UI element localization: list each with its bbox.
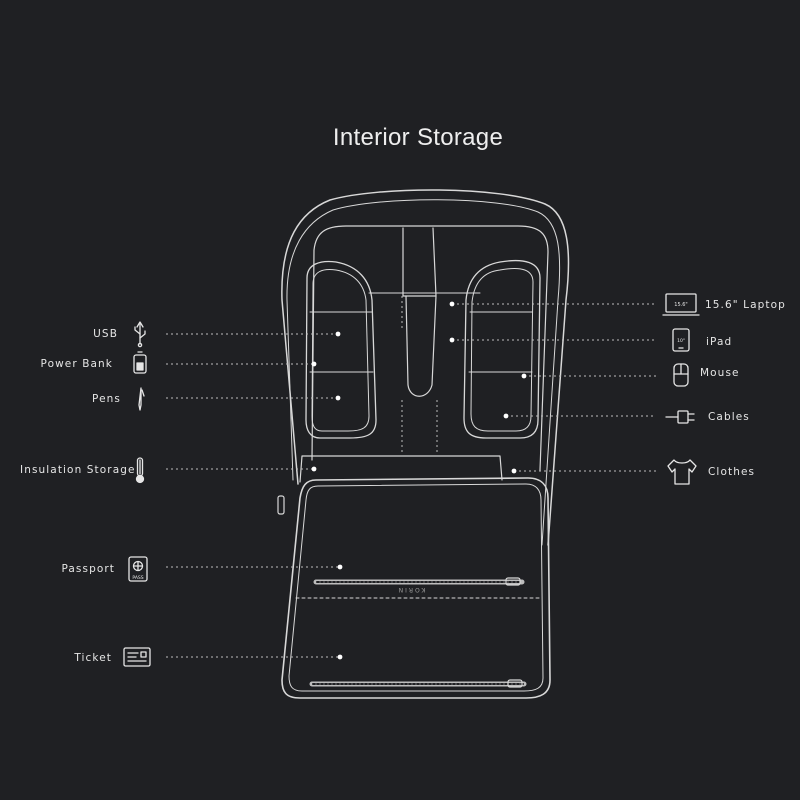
tablet-icon-text: 10" — [677, 338, 685, 344]
center-strap — [402, 227, 437, 297]
label-passport: Passport — [61, 563, 115, 575]
tshirt-icon — [667, 459, 697, 485]
tablet-icon — [672, 328, 690, 352]
label-power-bank: Power Bank — [40, 358, 113, 370]
label-laptop: 15.6" Laptop — [705, 299, 786, 311]
mouse-icon — [673, 363, 689, 387]
label-mouse: Mouse — [700, 367, 740, 379]
passport-icon-text: PASS — [132, 575, 143, 581]
label-cables: Cables — [708, 411, 750, 423]
label-clothes: Clothes — [708, 466, 756, 478]
label-insulation-storage: Insulation Storage — [20, 464, 136, 476]
label-pens: Pens — [92, 393, 121, 405]
right-pocket — [463, 259, 541, 439]
page-title: Interior Storage — [332, 124, 504, 151]
left-pocket — [305, 260, 377, 439]
brand-wordmark: KORIN — [396, 586, 426, 593]
usb-icon — [134, 321, 146, 348]
laptop-icon — [662, 293, 700, 316]
ticket-icon — [123, 647, 151, 667]
passport-icon — [128, 556, 148, 582]
label-ticket: Ticket — [74, 652, 112, 664]
power-bank-icon — [133, 351, 147, 374]
laptop-icon-text: 15.6" — [674, 302, 687, 308]
thermometer-icon — [135, 457, 145, 484]
front-flap — [281, 477, 551, 699]
backpack-shell — [281, 189, 570, 546]
label-ipad: iPad — [706, 336, 733, 348]
cable-icon — [665, 410, 695, 424]
pen-icon — [138, 387, 145, 411]
inner-frame — [311, 225, 549, 471]
label-usb: USB — [93, 328, 118, 340]
